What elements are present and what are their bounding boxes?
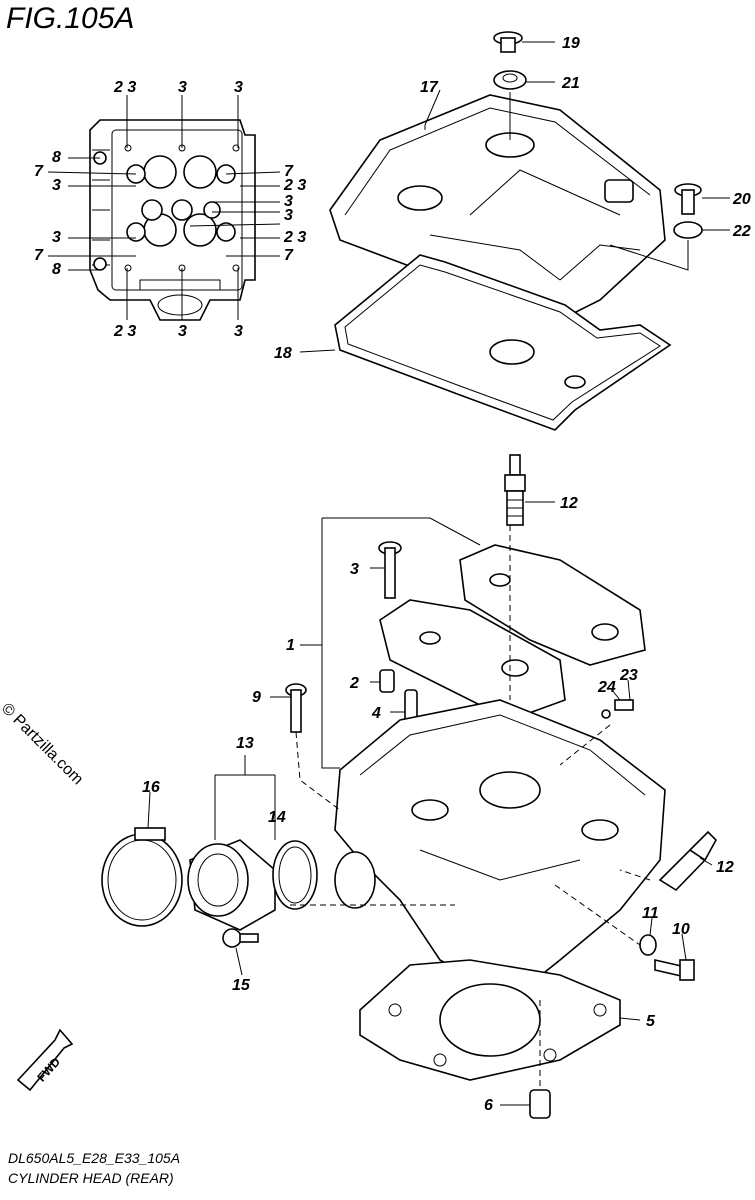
spark-plug-12-lower — [658, 830, 717, 892]
callout-12-upper: 12 — [560, 495, 578, 512]
inset-callout-7-upper-right: 7 — [284, 163, 294, 180]
callout-1: 1 — [286, 637, 295, 654]
camshaft-housing — [379, 544, 646, 721]
figure-name: CYLINDER HEAD (REAR) — [8, 1170, 174, 1186]
inset-callout-3-bottom-right: 3 — [234, 323, 243, 340]
callout-12-lower: 12 — [716, 859, 734, 876]
inset-callout-23-bottom-left: 2 3 — [113, 323, 136, 340]
callout-3: 3 — [350, 561, 359, 578]
head-gasket-5 — [359, 959, 621, 1081]
grommet-22 — [609, 221, 703, 271]
callout-6: 6 — [484, 1097, 493, 1114]
washer-24 — [601, 709, 611, 719]
inset-callouts: 2 3 3 3 8 7 7 3 2 3 3 3 3 2 3 7 7 8 2 3 … — [34, 79, 306, 340]
bolt-10 — [654, 958, 695, 981]
inset-callout-23-upper-right: 2 3 — [283, 177, 306, 194]
fwd-arrow-icon: FWD — [16, 1028, 74, 1092]
intake-pipe-13 — [187, 839, 276, 931]
inset-callout-8-upper: 8 — [52, 149, 61, 166]
callout-9: 9 — [252, 689, 261, 706]
callout-22: 22 — [732, 223, 751, 240]
inset-callout-3-mid-1: 3 — [284, 193, 293, 210]
callout-15: 15 — [232, 977, 251, 994]
callout-20: 20 — [732, 191, 751, 208]
cylinder-head-body — [334, 699, 666, 1001]
grommet-21 — [493, 70, 527, 140]
inset-callout-3-top-mid: 3 — [178, 79, 187, 96]
inset-callout-3-mid-2: 3 — [284, 207, 293, 224]
callout-21: 21 — [561, 75, 580, 92]
callout-5: 5 — [646, 1013, 656, 1030]
dowel-pin-2 — [379, 669, 395, 693]
cylinder-head-top-view — [89, 119, 256, 321]
inset-callout-7-upper-left: 7 — [34, 163, 44, 180]
cover-gasket-18 — [334, 254, 672, 431]
callout-19: 19 — [562, 35, 580, 52]
washer-11 — [639, 934, 657, 956]
bolt-9 — [285, 683, 307, 733]
callout-4: 4 — [371, 705, 381, 722]
inset-callout-3-top-right: 3 — [234, 79, 243, 96]
inset-callout-8-lower: 8 — [52, 261, 61, 278]
figure-code: DL650AL5_E28_E33_105A — [8, 1150, 181, 1166]
inset-leader-lines — [47, 95, 281, 320]
clamp-16 — [101, 827, 183, 927]
inset-callout-3-bottom-mid: 3 — [178, 323, 187, 340]
inset-callout-7-lower-right: 7 — [284, 247, 294, 264]
callout-17: 17 — [420, 79, 439, 96]
callout-2: 2 — [349, 675, 359, 692]
callout-10: 10 — [672, 921, 690, 938]
spark-plug-12-upper — [504, 454, 526, 526]
main-leader-lines — [147, 41, 730, 1106]
inset-callout-23-lower-right: 2 3 — [283, 229, 306, 246]
callout-11: 11 — [642, 905, 659, 922]
inset-callout-23-top-left: 2 3 — [113, 79, 136, 96]
callout-13: 13 — [236, 735, 254, 752]
bolt-19 — [493, 31, 523, 53]
fitting-23 — [614, 699, 634, 711]
callout-23: 23 — [619, 667, 638, 684]
main-callouts: 19 21 17 20 22 18 12 3 1 2 4 9 23 24 13 … — [142, 35, 751, 1114]
bolt-20 — [674, 183, 702, 215]
screw-15 — [222, 928, 259, 948]
callout-14: 14 — [268, 809, 286, 826]
inset-callout-3-lower-left: 3 — [52, 229, 61, 246]
callout-18: 18 — [274, 345, 292, 362]
inset-callout-7-lower-left: 7 — [34, 247, 44, 264]
callout-16: 16 — [142, 779, 160, 796]
o-ring-14 — [272, 840, 318, 910]
figure-title: FIG.105A — [6, 2, 135, 35]
bolt-3 — [378, 541, 402, 599]
dowel-6 — [529, 1089, 551, 1119]
inset-callout-3-upper-left: 3 — [52, 177, 61, 194]
callout-24: 24 — [597, 679, 616, 696]
